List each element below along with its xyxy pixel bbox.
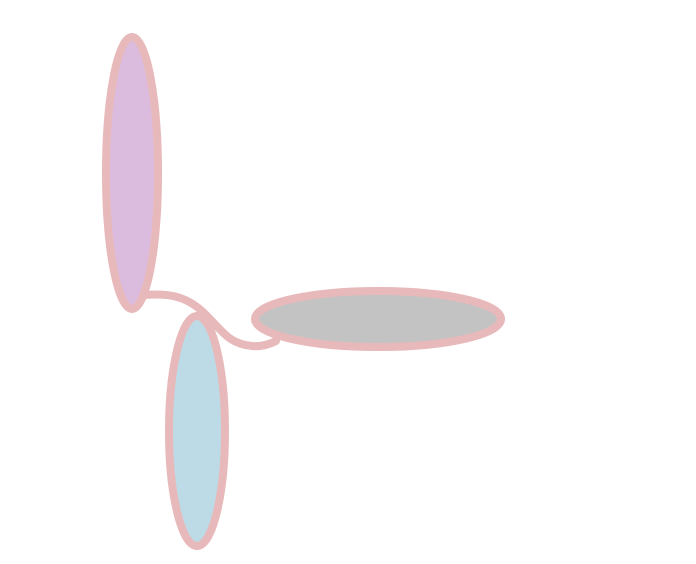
- vertical-upper-capsule: [102, 33, 162, 313]
- vertical-lower-capsule: [165, 312, 229, 550]
- connector-line: [132, 290, 280, 351]
- horizontal-capsule: [251, 287, 505, 351]
